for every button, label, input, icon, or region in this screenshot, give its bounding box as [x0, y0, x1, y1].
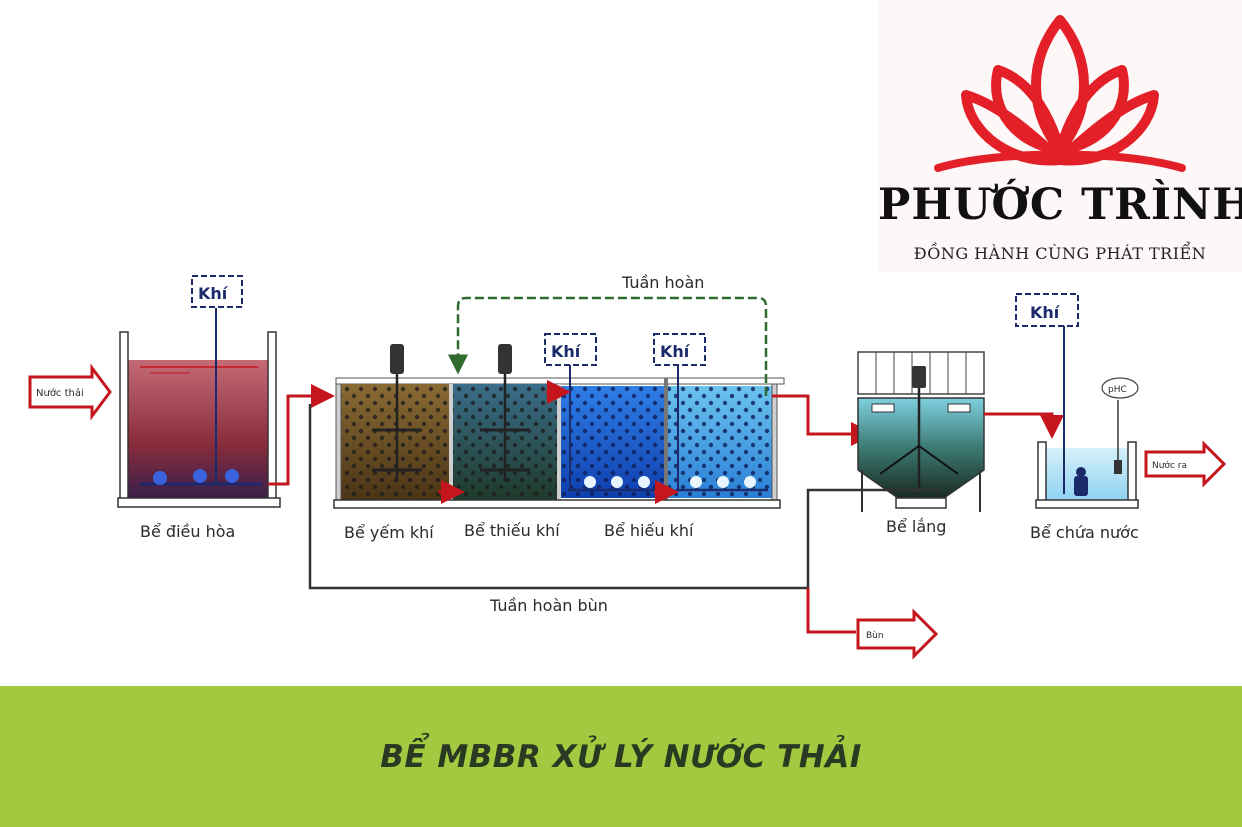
sludge-label: Bùn — [866, 631, 884, 641]
mixer-anoxic — [480, 344, 530, 482]
air-label: Khí — [1030, 303, 1061, 322]
air-label: Khí — [198, 284, 229, 303]
air-box-aerobic-1: Khí — [544, 333, 597, 366]
settling-label: Bể lắng — [886, 517, 946, 536]
storage-tank: pHC Bể chứa nước — [1030, 326, 1139, 542]
inlet-label: Nước thải — [36, 387, 84, 399]
air-box-storage: Khí — [1015, 293, 1079, 327]
air-box-equalization: Khí — [191, 275, 243, 308]
bioreactor — [333, 344, 785, 509]
anaerobic-label: Bể yếm khí — [344, 523, 434, 542]
equalization-tank: Bể điều hòa — [117, 308, 281, 541]
inlet-arrow: Nước thải — [28, 363, 112, 421]
anoxic-label: Bể thiếu khí — [464, 521, 560, 540]
ph-sensor — [1101, 377, 1139, 399]
mixer-anaerobic — [372, 344, 422, 482]
brand-name: PHƯỚC TRÌNH — [878, 180, 1242, 230]
sludge-recirculation-label: Tuần hoàn bùn — [489, 596, 608, 615]
footer-banner: BỂ MBBR XỬ LÝ NƯỚC THẢI — [0, 686, 1242, 827]
outlet-arrow: Nước ra — [1144, 440, 1227, 488]
footer-title: BỂ MBBR XỬ LÝ NƯỚC THẢI — [380, 738, 862, 775]
recirculation-line: Tuần hoàn — [448, 273, 768, 396]
aerobic-label: Bể hiếu khí — [604, 521, 694, 540]
ph-label: pHC — [1108, 385, 1127, 395]
pump-icon — [1074, 467, 1088, 496]
air-label: Khí — [660, 342, 691, 361]
company-logo: PHƯỚC TRÌNH ĐỒNG HÀNH CÙNG PHÁT TRIỂN — [878, 0, 1242, 272]
lotus-icon — [934, 15, 1186, 172]
flow-arrow-1 — [268, 384, 335, 486]
equalization-label: Bể điều hòa — [140, 522, 235, 541]
recirculation-label: Tuần hoàn — [621, 273, 704, 292]
outlet-label: Nước ra — [1152, 460, 1187, 471]
diffuser-bubbles — [153, 469, 239, 485]
settling-tank: Bể lắng — [857, 351, 985, 536]
sludge-recirculation-line: Tuần hoàn bùn — [308, 404, 940, 634]
storage-label: Bể chứa nước — [1030, 523, 1139, 542]
mbbr-process-diagram: Nước thải Bể điều hòa Khí — [28, 273, 1227, 660]
aerobic-bubbles — [584, 476, 756, 488]
flow-arrow-3 — [984, 412, 1064, 439]
brand-tagline: ĐỒNG HÀNH CÙNG PHÁT TRIỂN — [913, 244, 1207, 263]
flow-arrow-2 — [772, 394, 875, 446]
air-box-aerobic-2: Khí — [653, 333, 706, 366]
air-label: Khí — [551, 342, 582, 361]
sludge-arrow: Bùn — [856, 608, 939, 660]
